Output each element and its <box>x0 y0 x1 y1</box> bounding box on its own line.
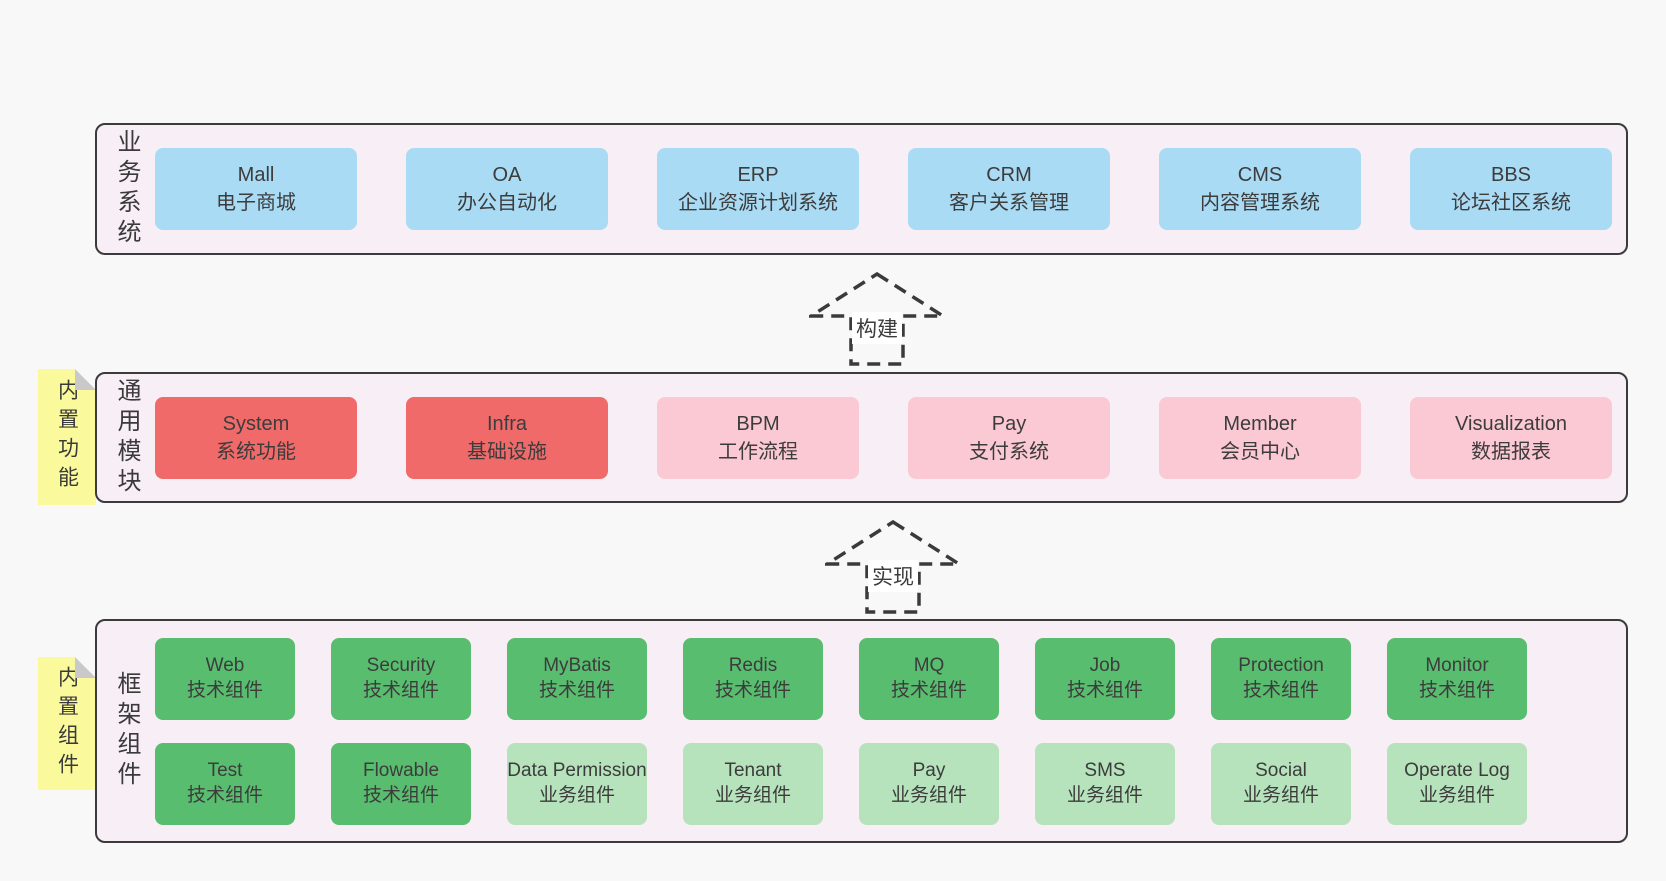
band-content: System 系统功能 Infra 基础设施 BPM 工作流程 Pay 支付系统… <box>155 374 1626 501</box>
node-redis: Redis 技术组件 <box>683 637 823 720</box>
band-label: 框架组件 <box>113 671 140 791</box>
sticky-note-label: 内置组件 <box>55 665 79 782</box>
node-bbs: BBS 论坛社区系统 <box>1410 148 1612 230</box>
band-label: 通用模块 <box>113 377 140 498</box>
node-flowable: Flowable 技术组件 <box>331 742 471 825</box>
band-framework-components: 框架组件 Web 技术组件 Security 技术组件 MyBatis 技术组件… <box>95 619 1628 843</box>
arrow-implement: 实现 <box>825 520 961 614</box>
node-system: System 系统功能 <box>155 396 357 479</box>
node-sms: SMS 业务组件 <box>1035 742 1175 825</box>
node-crm: CRM 客户关系管理 <box>908 148 1110 230</box>
band-common-modules: 通用模块 System 系统功能 Infra 基础设施 BPM 工作流程 Pay… <box>95 372 1628 503</box>
node-protection: Protection 技术组件 <box>1211 637 1351 720</box>
sticky-note-built-in-features: 内置功能 <box>38 369 96 505</box>
sticky-note-built-in-components: 内置组件 <box>38 657 96 790</box>
node-erp: ERP 企业资源计划系统 <box>657 148 859 230</box>
node-mq: MQ 技术组件 <box>859 637 999 720</box>
up-arrow-icon <box>825 520 961 614</box>
component-row-2: Test 技术组件 Flowable 技术组件 Data Permission … <box>155 742 1527 825</box>
node-operate-log: Operate Log 业务组件 <box>1387 742 1527 825</box>
node-pay: Pay 支付系统 <box>908 396 1110 479</box>
band-content: Mall 电子商城 OA 办公自动化 ERP 企业资源计划系统 CRM 客户关系… <box>155 125 1626 253</box>
arrow-build: 构建 <box>809 272 945 366</box>
folded-corner-icon <box>75 657 96 678</box>
component-row-1: Web 技术组件 Security 技术组件 MyBatis 技术组件 Redi… <box>155 637 1527 720</box>
node-member: Member 会员中心 <box>1159 396 1361 479</box>
node-visualization: Visualization 数据报表 <box>1410 396 1612 479</box>
node-oa: OA 办公自动化 <box>406 148 608 230</box>
band-label: 业务系统 <box>113 129 140 249</box>
up-arrow-icon <box>809 272 945 366</box>
node-mall: Mall 电子商城 <box>155 148 357 230</box>
node-social: Social 业务组件 <box>1211 742 1351 825</box>
node-pay-component: Pay 业务组件 <box>859 742 999 825</box>
band-business-systems: 业务系统 Mall 电子商城 OA 办公自动化 ERP 企业资源计划系统 CRM… <box>95 123 1628 255</box>
band-content: Web 技术组件 Security 技术组件 MyBatis 技术组件 Redi… <box>155 621 1626 841</box>
node-monitor: Monitor 技术组件 <box>1387 637 1527 720</box>
node-data-permission: Data Permission 业务组件 <box>507 742 647 825</box>
node-job: Job 技术组件 <box>1035 637 1175 720</box>
node-bpm: BPM 工作流程 <box>657 396 859 479</box>
folded-corner-icon <box>75 369 96 390</box>
node-web: Web 技术组件 <box>155 637 295 720</box>
node-security: Security 技术组件 <box>331 637 471 720</box>
sticky-note-label: 内置功能 <box>55 379 79 495</box>
node-cms: CMS 内容管理系统 <box>1159 148 1361 230</box>
node-test: Test 技术组件 <box>155 742 295 825</box>
arrow-label: 实现 <box>868 560 918 592</box>
arrow-label: 构建 <box>852 312 902 344</box>
node-tenant: Tenant 业务组件 <box>683 742 823 825</box>
node-infra: Infra 基础设施 <box>406 396 608 479</box>
node-mybatis: MyBatis 技术组件 <box>507 637 647 720</box>
